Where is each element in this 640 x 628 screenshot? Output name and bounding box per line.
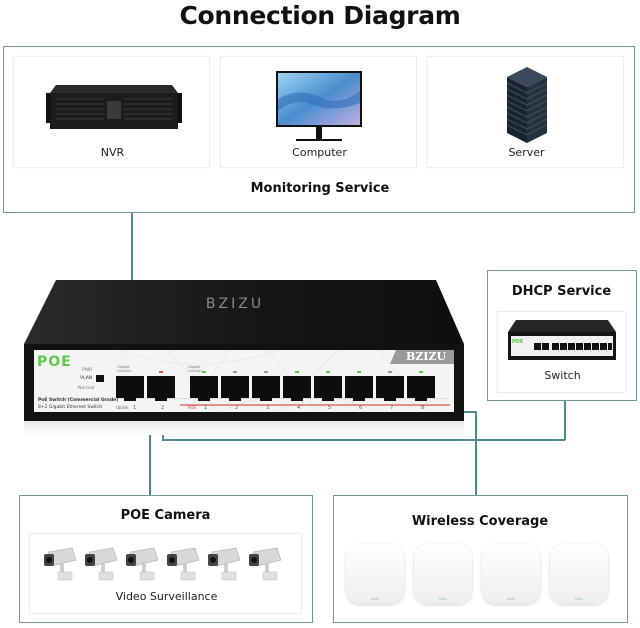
dhcp-service-box: DHCP Service POE Switch xyxy=(487,270,637,401)
dhcp-service-heading: DHCP Service xyxy=(511,284,612,299)
wire-wireless-vertical xyxy=(475,411,477,495)
gigabit-label-uplink: Gigabit Link/Act xyxy=(117,365,131,373)
switch-brand-top: BZIZU xyxy=(205,296,265,312)
poe-led-1 xyxy=(202,371,206,373)
security-camera-icon xyxy=(249,547,282,581)
device-card-switch: POE Switch xyxy=(497,311,626,393)
security-camera-icon xyxy=(85,547,118,581)
wireless-access-point-icon xyxy=(550,544,608,604)
poe-port-number: 6 xyxy=(359,405,363,411)
camera-card: Video Surveillance xyxy=(29,533,302,614)
nvr-recorder-icon xyxy=(46,85,182,129)
mode-label-vlan: VLAN xyxy=(80,376,93,381)
security-camera-icon xyxy=(208,547,241,581)
uplink-port-number: 2 xyxy=(161,405,165,411)
poe-port-6[interactable] xyxy=(345,376,373,401)
monitoring-service-heading: Monitoring Service xyxy=(250,181,390,196)
switch-body xyxy=(24,280,464,435)
ap-status-led xyxy=(575,598,583,600)
wireless-access-point-icon xyxy=(346,544,404,604)
device-card-server: Server xyxy=(427,56,624,168)
model-line-1: PoE Switch (Commercial Grade) xyxy=(38,398,119,403)
wire-dhcp-horizontal xyxy=(162,439,565,441)
poe-led-4 xyxy=(295,371,299,373)
device-label-computer: Computer xyxy=(292,146,347,159)
camera-caption: Video Surveillance xyxy=(115,590,218,603)
vlan-toggle-switch[interactable] xyxy=(96,375,104,382)
poe-badge: POE xyxy=(37,354,72,370)
security-camera-icon xyxy=(44,547,77,581)
model-line-2: 8+2 Gigabit Ethernet Switch xyxy=(38,405,103,410)
poe-led-8 xyxy=(419,371,423,373)
poe-ports-label: POE xyxy=(188,405,197,410)
uplink-label: Uplink xyxy=(116,405,129,410)
server-rack-icon xyxy=(506,67,548,143)
poe-port-1[interactable] xyxy=(190,376,218,401)
mode-label-pwr: PWR xyxy=(82,368,93,373)
poe-port-3[interactable] xyxy=(252,376,280,401)
switch-brand-panel: BZIZU xyxy=(405,350,447,363)
ap-status-led xyxy=(507,598,515,600)
security-camera-icon xyxy=(167,547,200,581)
uplink-port-1[interactable] xyxy=(116,376,144,401)
poe-camera-heading: POE Camera xyxy=(120,508,211,523)
wire-dhcp-vertical xyxy=(564,400,566,440)
poe-led-5 xyxy=(326,371,330,373)
uplink-led-2 xyxy=(159,371,163,373)
poe-port-number: 1 xyxy=(204,405,208,411)
device-card-computer: Computer xyxy=(220,56,417,168)
monitor-icon xyxy=(276,71,362,141)
ap-status-led xyxy=(371,598,379,600)
device-card-nvr: NVR xyxy=(13,56,210,168)
poe-port-5[interactable] xyxy=(314,376,342,401)
poe-port-number: 4 xyxy=(297,405,301,411)
poe-port-number: 5 xyxy=(328,405,332,411)
poe-camera-box: POE Camera Video Surveillance xyxy=(19,495,313,623)
monitoring-service-box: NVR Computer Server Monitoring Service xyxy=(3,46,635,213)
svg-text:POE: POE xyxy=(512,339,524,345)
poe-port-8[interactable] xyxy=(407,376,435,401)
poe-led-3 xyxy=(264,371,268,373)
ap-status-led xyxy=(439,598,447,600)
mini-switch-icon: POE xyxy=(508,320,616,360)
uplink-port-number: 1 xyxy=(133,405,137,411)
device-label-nvr: NVR xyxy=(100,146,125,159)
poe-port-number: 8 xyxy=(421,405,425,411)
poe-port-4[interactable] xyxy=(283,376,311,401)
poe-port-2[interactable] xyxy=(221,376,249,401)
wireless-coverage-box: Wireless Coverage xyxy=(333,495,628,623)
security-camera-icon xyxy=(126,547,159,581)
uplink-port-2[interactable] xyxy=(147,376,175,401)
wireless-access-point-icon xyxy=(414,544,472,604)
poe-port-7[interactable] xyxy=(376,376,404,401)
camera-row xyxy=(40,544,295,584)
poe-port-number: 3 xyxy=(266,405,270,411)
poe-led-7 xyxy=(388,371,392,373)
poe-port-number: 7 xyxy=(390,405,394,411)
poe-led-2 xyxy=(233,371,237,373)
wire-camera-vertical xyxy=(149,411,151,495)
access-point-row xyxy=(344,544,619,606)
gigabit-label-poe: Gigabit Link/Act xyxy=(188,365,202,373)
wireless-coverage-heading: Wireless Coverage xyxy=(411,514,549,529)
poe-switch: BZIZU BZIZU POE PWR VLAN Normal PoE Swit… xyxy=(18,278,466,438)
diagram-title: Connection Diagram xyxy=(179,1,461,30)
device-label-server: Server xyxy=(508,146,545,159)
wireless-access-point-icon xyxy=(482,544,540,604)
mode-label-normal: Normal xyxy=(78,386,95,391)
poe-port-number: 2 xyxy=(235,405,239,411)
device-label-switch: Switch xyxy=(544,369,581,382)
poe-led-6 xyxy=(357,371,361,373)
